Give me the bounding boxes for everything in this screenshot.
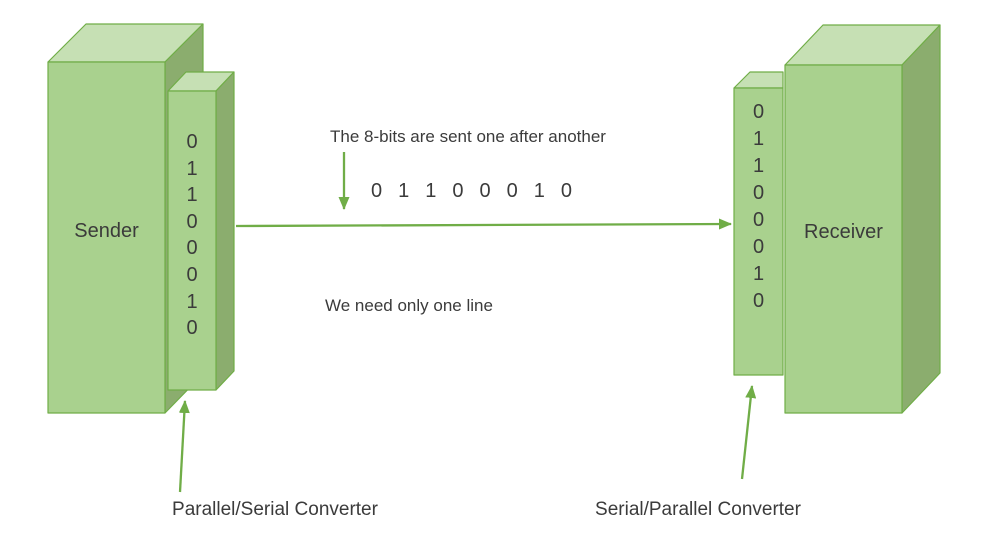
bit-value: 0 xyxy=(752,236,765,258)
bit-value: 1 xyxy=(425,180,437,202)
bit-value: 1 xyxy=(752,128,765,150)
bit-value: 0 xyxy=(752,209,765,231)
serial-parallel-converter-label: Serial/Parallel Converter xyxy=(595,499,801,520)
sender-converter-front-face xyxy=(167,90,217,391)
bit-value: 0 xyxy=(506,180,518,202)
sender-box-front-face xyxy=(47,61,166,414)
receiver-box xyxy=(784,24,941,414)
receiver-converter-pointer-arrow xyxy=(740,385,757,480)
serial-note: The 8-bits are sent one after another xyxy=(330,127,606,146)
bit-value: 1 xyxy=(533,180,545,202)
receiver-box-front-face xyxy=(784,64,903,414)
bit-value: 1 xyxy=(186,157,198,180)
receiver-label: Receiver xyxy=(804,221,883,243)
serial-bits-row: 0 1 1 0 0 0 1 0 xyxy=(371,180,572,203)
bit-value: 0 xyxy=(186,131,198,153)
sender-parallel-bits: 0 1 1 0 0 0 1 0 xyxy=(168,129,216,342)
sender-label: Sender xyxy=(74,220,139,242)
serial-parallel-converter-box xyxy=(733,71,784,376)
bit-value: 0 xyxy=(186,317,198,340)
bit-value: 0 xyxy=(479,180,491,202)
line-note: We need only one line xyxy=(325,296,493,315)
bit-value: 0 xyxy=(752,182,765,204)
bit-value: 1 xyxy=(186,290,198,313)
bit-value: 1 xyxy=(398,180,410,202)
receiver-converter-front-face xyxy=(733,87,784,376)
bit-value: 0 xyxy=(186,263,198,286)
receiver-converter-top-face xyxy=(733,71,784,89)
bit-value: 1 xyxy=(752,263,765,285)
bit-value: 1 xyxy=(186,184,198,207)
sender-converter-side-face xyxy=(215,71,235,391)
receiver-box-side-face xyxy=(901,24,941,414)
parallel-serial-converter-box xyxy=(167,71,235,391)
transmission-line-arrow xyxy=(235,218,732,230)
bit-value: 0 xyxy=(371,180,383,202)
bit-value: 0 xyxy=(560,180,572,202)
sender-converter-pointer-arrow xyxy=(178,400,190,493)
bit-value: 0 xyxy=(186,210,198,233)
bit-value: 1 xyxy=(752,155,765,177)
bit-value: 0 xyxy=(452,180,464,202)
bit-value: 0 xyxy=(186,237,198,260)
parallel-serial-converter-label: Parallel/Serial Converter xyxy=(172,499,378,520)
bit-value: 0 xyxy=(752,101,765,123)
receiver-parallel-bits: 0 1 1 0 0 0 1 0 xyxy=(734,99,783,315)
bit-value: 0 xyxy=(752,290,765,312)
